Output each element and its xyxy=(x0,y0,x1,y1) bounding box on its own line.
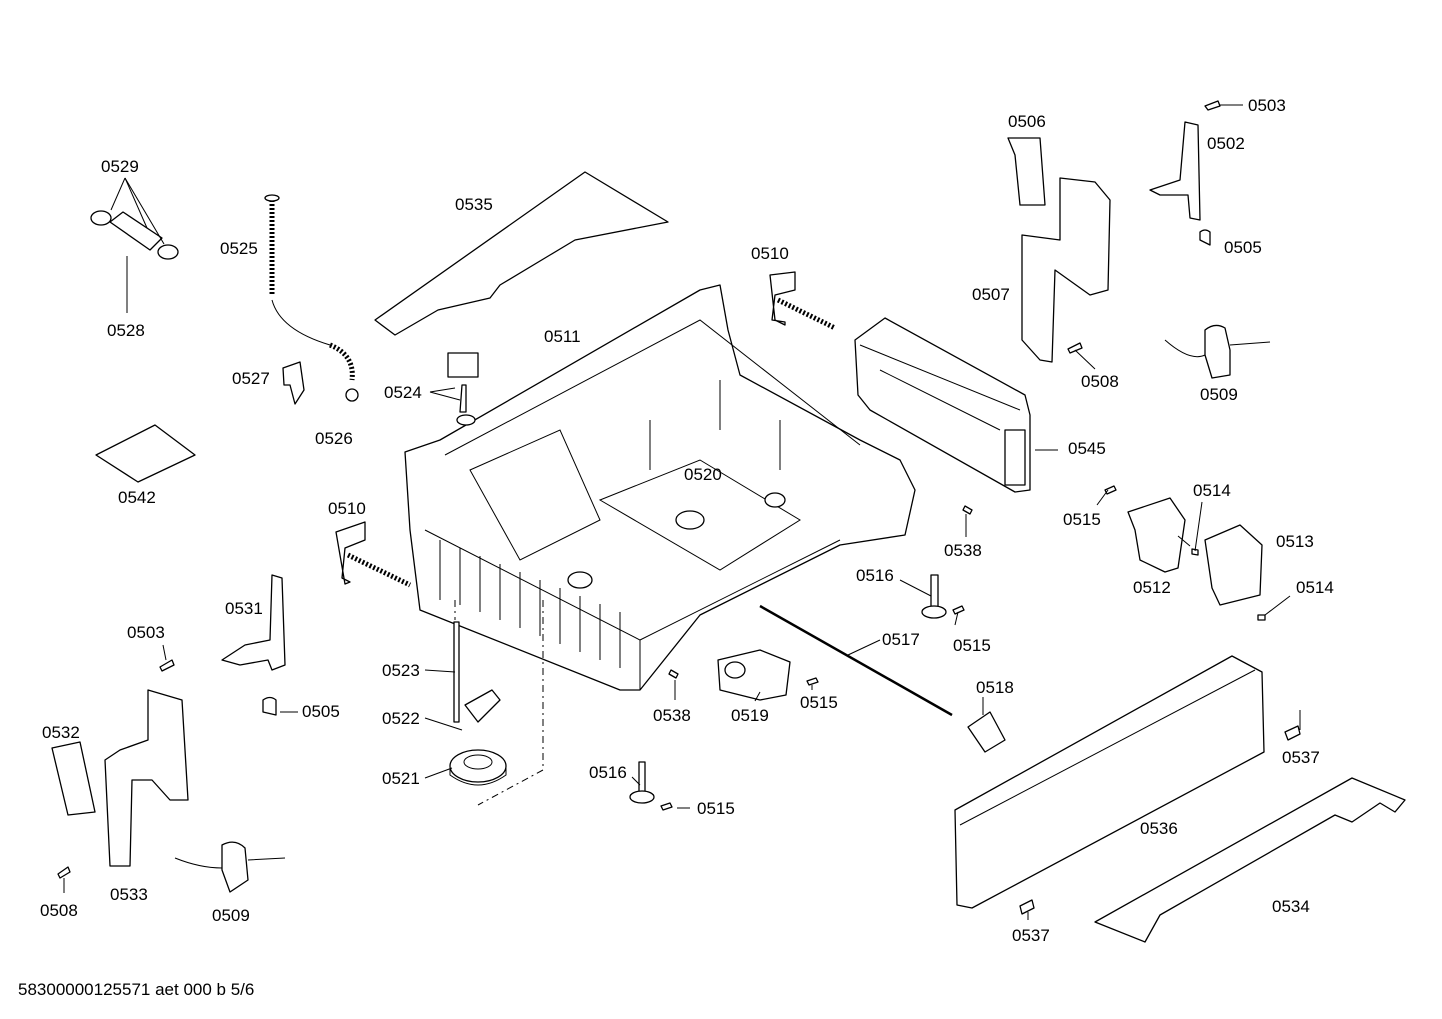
label-0509-lower: 0509 xyxy=(212,906,250,925)
label-0536: 0536 xyxy=(1140,819,1178,838)
label-0538-upper: 0538 xyxy=(944,541,982,560)
label-0521: 0521 xyxy=(382,769,420,788)
document-code: 58300000125571 aet 000 b 5/6 xyxy=(18,980,255,999)
label-0517: 0517 xyxy=(882,630,920,649)
label-0534: 0534 xyxy=(1272,897,1310,916)
bracket-0507-part xyxy=(1021,177,1111,363)
label-0508-upper: 0508 xyxy=(1081,372,1119,391)
label-0533: 0533 xyxy=(110,885,148,904)
knob-0518-part xyxy=(967,711,1006,753)
hose-connector-part xyxy=(90,210,179,260)
label-0505-upper: 0505 xyxy=(1224,238,1262,257)
label-0537-lower: 0537 xyxy=(1012,926,1050,945)
label-0503-lower: 0503 xyxy=(127,623,165,642)
base-tub-part xyxy=(404,284,916,691)
rail-0510-upper-part xyxy=(769,271,796,326)
label-0523: 0523 xyxy=(382,661,420,680)
label-0509-upper: 0509 xyxy=(1200,385,1238,404)
label-0508-lower: 0508 xyxy=(40,901,78,920)
rail-0510-lower-part xyxy=(335,521,366,585)
label-0510-lower: 0510 xyxy=(328,499,366,518)
bracket-0531-part xyxy=(221,574,286,671)
label-0503-upper: 0503 xyxy=(1248,96,1286,115)
label-0514-upper: 0514 xyxy=(1193,481,1231,500)
label-0537-right: 0537 xyxy=(1282,748,1320,767)
label-0515-b: 0515 xyxy=(953,636,991,655)
label-0528: 0528 xyxy=(107,321,145,340)
hinge-0509-lower-part xyxy=(221,841,249,893)
label-0532: 0532 xyxy=(42,723,80,742)
leader-lines xyxy=(63,104,1301,920)
label-0515-c: 0515 xyxy=(800,693,838,712)
label-0542: 0542 xyxy=(118,488,156,507)
base-plate-part xyxy=(374,171,669,336)
clip-0506-part xyxy=(1007,137,1046,206)
label-0535: 0535 xyxy=(455,195,493,214)
small-parts-bag-0542 xyxy=(95,424,196,483)
spring-0510-lower-part xyxy=(346,552,412,588)
control-module-part xyxy=(854,317,1031,493)
label-0527: 0527 xyxy=(232,369,270,388)
label-0526: 0526 xyxy=(315,429,353,448)
label-0507: 0507 xyxy=(972,285,1010,304)
label-0538-lower: 0538 xyxy=(653,706,691,725)
label-0516-lower: 0516 xyxy=(589,763,627,782)
label-0525: 0525 xyxy=(220,239,258,258)
label-0513: 0513 xyxy=(1276,532,1314,551)
panel-0534-part xyxy=(1094,777,1406,943)
label-0519: 0519 xyxy=(731,706,769,725)
foot-0516-upper-part xyxy=(930,574,939,609)
cover-0513-part xyxy=(1204,524,1263,606)
bracket-0502-part xyxy=(1149,121,1201,221)
label-0511: 0511 xyxy=(544,327,581,346)
panel-0536-part xyxy=(954,655,1265,909)
label-0512: 0512 xyxy=(1133,578,1171,597)
label-0545: 0545 xyxy=(1068,439,1106,458)
label-0531: 0531 xyxy=(225,599,263,618)
label-0524: 0524 xyxy=(384,383,422,402)
hinge-0509-upper-part xyxy=(1204,324,1231,379)
label-0514-lower: 0514 xyxy=(1296,578,1334,597)
screw-icons xyxy=(57,100,1301,915)
label-0515-a: 0515 xyxy=(1063,510,1101,529)
label-0518: 0518 xyxy=(976,678,1014,697)
foot-0524-part xyxy=(447,352,479,378)
part-0522 xyxy=(464,689,501,723)
part-labels: 0503 0506 0502 0529 0535 0525 0505 0510 … xyxy=(40,96,1334,945)
label-0522: 0522 xyxy=(382,709,420,728)
label-0505-lower: 0505 xyxy=(302,702,340,721)
label-0502: 0502 xyxy=(1207,134,1245,153)
clip-0505-lower-part xyxy=(262,696,277,716)
foot-0516-lower-part xyxy=(638,761,646,793)
label-0516-upper: 0516 xyxy=(856,566,894,585)
clip-0532-part xyxy=(51,741,96,816)
bracket-0533-part xyxy=(104,689,189,867)
label-0510-upper: 0510 xyxy=(751,244,789,263)
cover-0512-part xyxy=(1127,497,1186,573)
clip-0527-part xyxy=(282,361,305,405)
label-0506: 0506 xyxy=(1008,112,1046,131)
hose-0526-part xyxy=(328,342,355,381)
label-0515-d: 0515 xyxy=(697,799,735,818)
spring-0510-upper-part xyxy=(776,297,837,331)
label-0529: 0529 xyxy=(101,157,139,176)
rod-0517-part xyxy=(759,604,953,717)
label-0520: 0520 xyxy=(684,465,722,484)
clip-0505-upper-part xyxy=(1199,229,1211,246)
